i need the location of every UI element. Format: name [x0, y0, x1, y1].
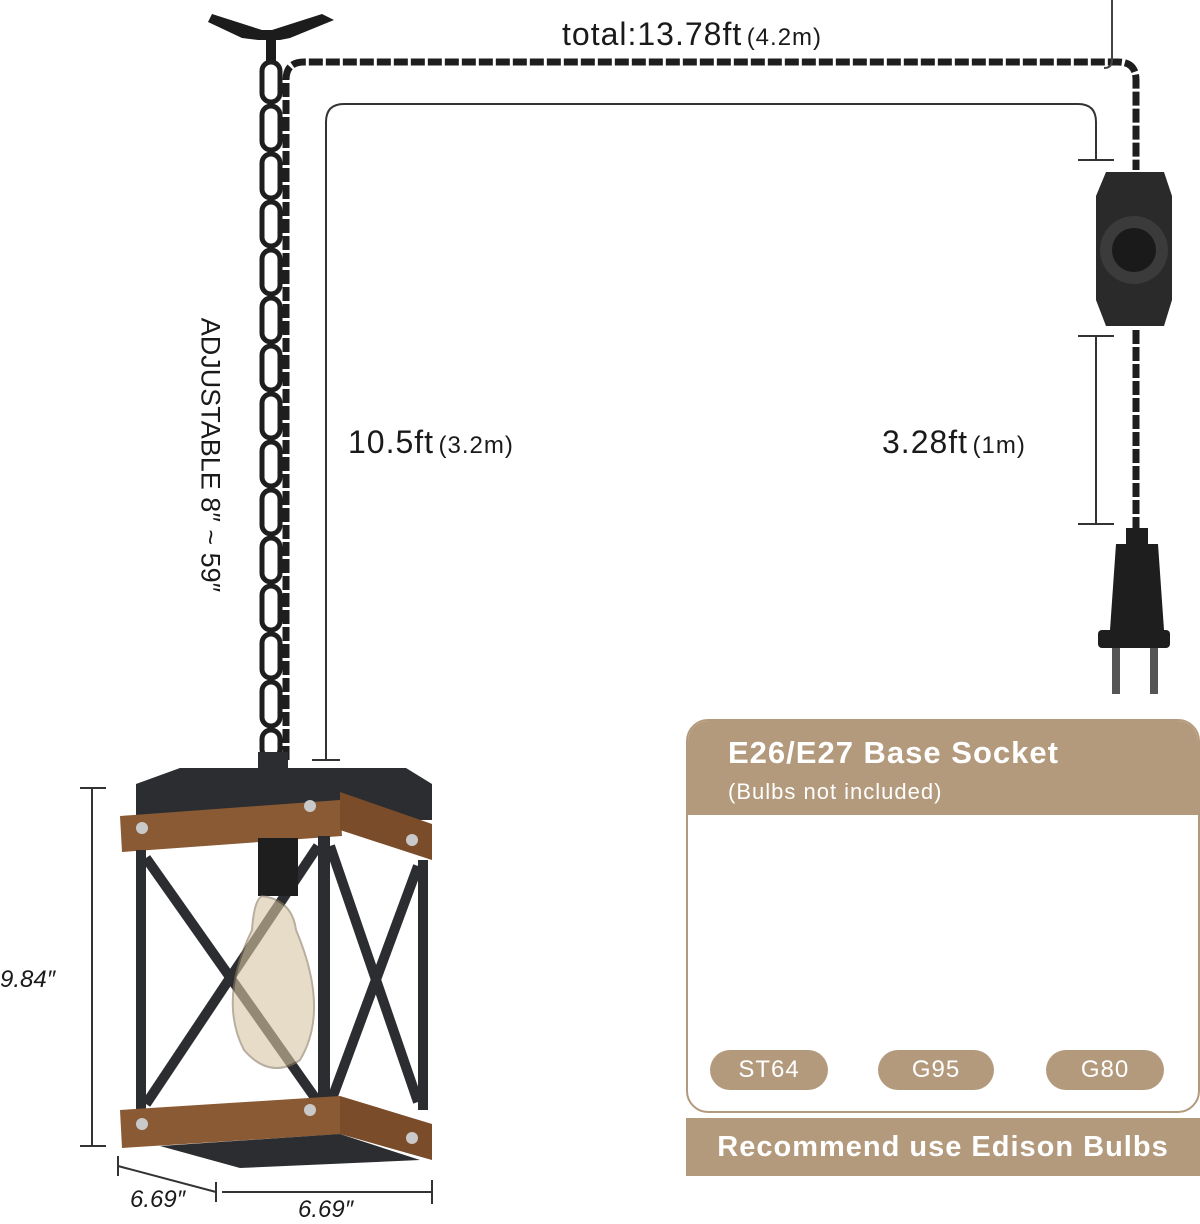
bulb-label-st64: ST64 — [710, 1050, 828, 1090]
ceiling-bracket-icon — [208, 14, 334, 62]
plug-icon — [1098, 528, 1170, 694]
socket-panel-header: E26/E27 Base Socket (Bulbs not included) — [688, 721, 1198, 815]
switch-cord-length-value: 3.28ft — [882, 424, 969, 460]
socket-info-panel: E26/E27 Base Socket (Bulbs not included) — [686, 719, 1200, 1113]
lantern-dimension-lines — [80, 787, 433, 1204]
chain-adjustable-label: ADJUSTABLE 8″ ~ 59″ — [195, 285, 226, 625]
socket-panel-title: E26/E27 Base Socket — [728, 735, 1059, 770]
width-dimension: 6.69″ — [298, 1196, 354, 1223]
switch-cord-length-metric: (1m) — [972, 432, 1026, 459]
cord-length-label: 10.5ft (3.2m) — [348, 424, 514, 461]
power-cord — [282, 58, 1140, 760]
cord-length-metric: (3.2m) — [438, 432, 514, 459]
cord-length-value: 10.5ft — [348, 424, 435, 460]
bulb-label-g95: G95 — [878, 1050, 994, 1090]
total-length-metric: (4.2m) — [746, 24, 823, 51]
dimmer-switch-icon — [1096, 172, 1172, 326]
depth-dimension: 6.69″ — [130, 1186, 186, 1213]
recommend-text: Recommend use Edison Bulbs — [717, 1131, 1169, 1163]
socket-panel-subtitle: (Bulbs not included) — [728, 779, 943, 804]
bulb-label-g80: G80 — [1046, 1050, 1164, 1090]
total-length-label: total:13.78ft (4.2m) — [562, 16, 822, 53]
hanging-chain — [259, 59, 283, 761]
height-dimension: 9.84″ — [0, 966, 56, 993]
recommend-banner: Recommend use Edison Bulbs — [686, 1118, 1200, 1176]
pendant-lantern — [120, 752, 432, 1168]
switch-cord-length-label: 3.28ft (1m) — [882, 424, 1026, 461]
measure-line-cord — [312, 103, 1114, 761]
chain-adjustable-text: ADJUSTABLE 8″ ~ 59″ — [195, 317, 226, 593]
total-length-value: total:13.78ft — [562, 16, 743, 52]
